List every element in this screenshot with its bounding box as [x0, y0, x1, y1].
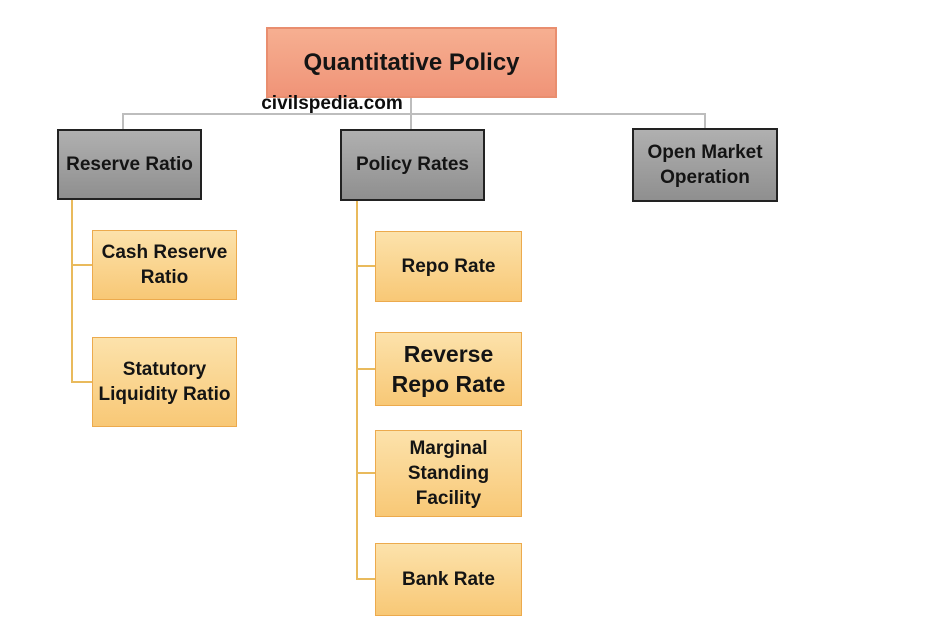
node-marginal-standing-facility-label: Marginal Standing Facility: [407, 437, 490, 510]
node-quantitative-policy-label: Quantitative Policy: [303, 48, 520, 76]
connector-stub-statutory-liquidity-ratio: [71, 381, 92, 383]
node-repo-rate: Repo Rate: [375, 231, 522, 302]
connector-stub-repo-rate: [356, 265, 375, 267]
node-repo-rate-label: Repo Rate: [401, 255, 496, 277]
connector-drop-reserve-ratio: [122, 113, 124, 130]
connector-stub-marginal-standing-facility: [356, 472, 375, 474]
node-reverse-repo-rate: Reverse Repo Rate: [375, 332, 522, 406]
node-policy-rates-label: Policy Rates: [356, 154, 469, 176]
connector-root-stem: [410, 98, 412, 114]
connector-stub-bank-rate: [356, 578, 375, 580]
node-reserve-ratio: Reserve Ratio: [57, 129, 202, 200]
node-policy-rates: Policy Rates: [340, 129, 485, 201]
node-statutory-liquidity-ratio: Statutory Liquidity Ratio: [92, 337, 237, 427]
connector-stub-reverse-repo-rate: [356, 368, 375, 370]
node-bank-rate-label: Bank Rate: [402, 568, 495, 590]
connector-reserve-branch-stem: [71, 200, 73, 383]
node-statutory-liquidity-ratio-label: Statutory Liquidity Ratio: [98, 358, 231, 405]
connector-stub-cash-reserve-ratio: [71, 264, 92, 266]
node-cash-reserve-ratio: Cash Reserve Ratio: [92, 230, 237, 300]
node-open-market-operation-label: Open Market Operation: [647, 141, 763, 188]
connector-level1-crossbar: [122, 113, 706, 115]
node-bank-rate: Bank Rate: [375, 543, 522, 616]
node-reverse-repo-rate-label: Reverse Repo Rate: [391, 340, 506, 397]
node-open-market-operation: Open Market Operation: [632, 128, 778, 202]
node-quantitative-policy: Quantitative Policy: [266, 27, 557, 98]
node-cash-reserve-ratio-label: Cash Reserve Ratio: [101, 241, 228, 288]
connector-drop-policy-rates: [410, 113, 412, 130]
node-marginal-standing-facility: Marginal Standing Facility: [375, 430, 522, 517]
node-reserve-ratio-label: Reserve Ratio: [66, 153, 193, 175]
connector-drop-open-market-operation: [704, 113, 706, 129]
connector-policy-branch-stem: [356, 201, 358, 580]
watermark-text: civilspedia.com: [261, 93, 403, 114]
